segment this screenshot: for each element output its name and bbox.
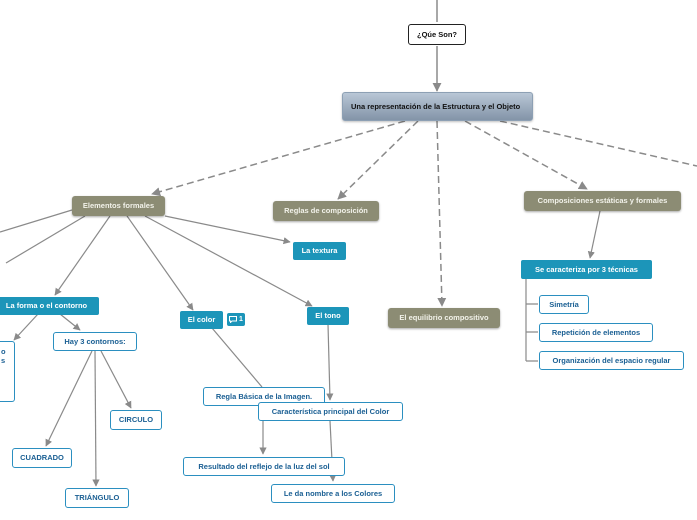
node-simetria[interactable]: Simetría — [539, 295, 589, 314]
node-partial-left[interactable]: o s — [0, 341, 15, 402]
connector-comp-caracteriza — [587, 210, 601, 259]
connector-hay3-circulo — [100, 350, 132, 409]
connector-main-composiciones — [464, 120, 588, 190]
node-hay-3-contornos[interactable]: Hay 3 contornos: — [53, 332, 137, 351]
node-se-caracteriza[interactable]: Se caracteriza por 3 técnicas — [521, 260, 652, 279]
node-la-textura[interactable]: La textura — [293, 242, 346, 260]
connector-color-regla — [211, 327, 263, 388]
node-el-color[interactable]: El color — [180, 311, 223, 329]
node-forma-contorno[interactable]: La forma o el contorno — [0, 297, 99, 315]
connector-main-equilibrio — [436, 120, 447, 307]
comment-icon — [229, 316, 238, 323]
node-cuadrado[interactable]: CUADRADO — [12, 448, 72, 468]
connector-main-reglas — [337, 120, 419, 200]
node-organizacion[interactable]: Organización del espacio regular — [539, 351, 684, 370]
comment-badge[interactable]: 1 — [227, 313, 245, 326]
node-resultado-reflejo[interactable]: Resultado del reflejo de la luz del sol — [183, 457, 345, 476]
node-representacion[interactable]: Una representación de la Estructura y el… — [342, 92, 533, 121]
connector-tono-caracteristica — [326, 323, 334, 401]
connector-elem-forma — [54, 215, 111, 296]
node-le-da-nombre[interactable]: Le da nombre a los Colores — [271, 484, 395, 503]
node-circulo[interactable]: CIRCULO — [110, 410, 162, 430]
node-el-tono[interactable]: El tono — [307, 307, 349, 325]
connector-forma-partial — [13, 313, 39, 341]
node-composiciones[interactable]: Composiciones estáticas y formales — [524, 191, 681, 211]
node-triangulo[interactable]: TRIÁNGULO — [65, 488, 129, 508]
connector-elem-offscreen — [0, 209, 73, 233]
node-reglas-composicion[interactable]: Reglas de composición — [273, 201, 379, 221]
connector-caracteriza-bracket — [525, 279, 538, 362]
node-caracteristica-principal[interactable]: Característica principal del Color — [258, 402, 403, 421]
connector-elem-offscreen2 — [5, 215, 86, 264]
node-que-son[interactable]: ¿Qúe Son? — [408, 24, 466, 45]
node-repeticion[interactable]: Repetición de elementos — [539, 323, 653, 342]
connector-hay3-cuadrado — [45, 350, 93, 447]
connector-elem-tono — [144, 215, 313, 307]
connector-main-offscreen — [499, 120, 697, 167]
connector-hay3-triangulo — [92, 350, 100, 487]
connector-elem-textura — [164, 215, 291, 245]
connector-elem-color — [126, 215, 194, 311]
node-elementos-formales[interactable]: Elementos formales — [72, 196, 165, 216]
comment-count: 1 — [239, 316, 243, 323]
node-equilibrio-compositivo[interactable]: El equilibrio compositivo — [388, 308, 500, 328]
connector-main-elementos — [151, 120, 406, 197]
connector-forma-hay3 — [59, 313, 81, 331]
